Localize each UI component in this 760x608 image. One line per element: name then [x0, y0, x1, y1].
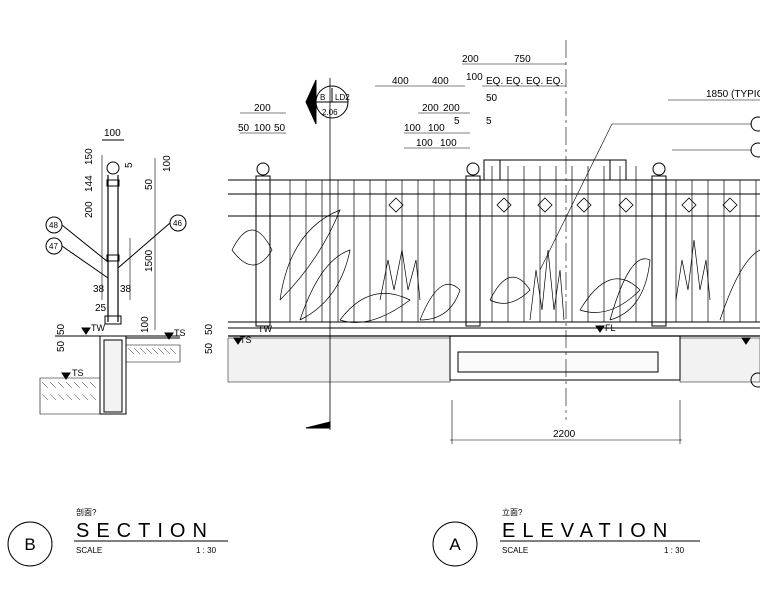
gate-footing [449, 335, 681, 381]
dim-post-200: 200 [254, 103, 271, 114]
dim-sec-5: 5 [124, 162, 135, 168]
dim-elev-left-50b: 50 [204, 342, 215, 354]
dim-post-100: 100 [254, 123, 271, 134]
dim-elev-200a: 200 [422, 103, 439, 114]
section-scale-value: 1 : 30 [196, 546, 217, 555]
dim-elev-400b: 400 [432, 76, 449, 87]
dim-elev-eq2: EQ. [506, 76, 523, 87]
level-tw-elev: TW [258, 324, 272, 334]
dim-sec-200: 200 [84, 201, 95, 218]
section-dim-texts: 100 150 144 200 5 50 100 1500 38 38 25 5… [49, 128, 186, 378]
dim-sec-50: 50 [144, 178, 155, 190]
soil-hatch-left [227, 337, 451, 383]
dim-sec-150: 150 [84, 148, 95, 165]
section-detail [39, 139, 187, 415]
marker-sheet-text: LD2 [335, 93, 350, 102]
marker-page-text: 2.06 [322, 108, 338, 117]
marker-top-text: B [320, 93, 325, 102]
elevation-title-block: A 立面? ELEVATION SCALE 1 : 30 [432, 507, 700, 567]
elevation-scale-label: SCALE [502, 546, 528, 555]
dim-elev-left-50a: 50 [204, 323, 215, 335]
dim-sec-38a: 38 [93, 284, 105, 295]
shrub-foliage [231, 209, 760, 323]
dim-sec-38b: 38 [120, 284, 132, 295]
dim-sec-50b: 50 [56, 323, 67, 335]
dim-elev-5a: 5 [454, 116, 460, 127]
elevation-title-chinese: 立面? [502, 507, 523, 517]
elevation-dim-texts: 200 750 400 400 100 50 200 200 5 100 100… [204, 54, 760, 440]
dim-elev-200b: 200 [443, 103, 460, 114]
elevation-scale-value: 1 : 30 [664, 546, 685, 555]
dim-elev-eq4: EQ. [546, 76, 563, 87]
section-title-text: SECTION [76, 520, 214, 542]
section-cut-arrow [305, 79, 317, 125]
dim-elev-eq1: EQ. [486, 76, 503, 87]
dim-elev-100d: 100 [416, 138, 433, 149]
dim-elev-750: 750 [514, 54, 531, 65]
dim-elev-100e: 100 [440, 138, 457, 149]
level-ts-elev: TS [240, 335, 252, 345]
section-title-chinese: 剖面? [76, 507, 97, 517]
callout-48-text: 48 [49, 221, 58, 230]
section-title-block: B 剖面? SECTION SCALE 1 : 30 [7, 507, 228, 567]
dim-typical: 1850 (TYPICAL) [706, 89, 760, 100]
dim-sec-50c: 50 [56, 340, 67, 352]
dim-elev-400a: 400 [392, 76, 409, 87]
dim-post-50b: 50 [274, 123, 286, 134]
dim-sec-25: 25 [95, 303, 107, 314]
level-fl: FL [605, 323, 616, 333]
elevation-title-circle [432, 521, 478, 567]
post-gate-right [651, 175, 667, 327]
dim-post-50a: 50 [238, 123, 250, 134]
dim-sec-144: 144 [84, 175, 95, 192]
post-gate-left [465, 175, 481, 327]
soil-hatch-right [679, 337, 760, 383]
dim-elev-eq3: EQ. [526, 76, 543, 87]
section-scale-label: SCALE [76, 546, 102, 555]
section-title-letter: B [24, 535, 35, 554]
dim-elev-100a: 100 [466, 72, 483, 83]
section-title-circle [7, 521, 53, 567]
elevation-title-text: ELEVATION [502, 520, 674, 542]
dim-sec-1500: 1500 [144, 249, 155, 272]
callout-46-text: 46 [173, 219, 182, 228]
elevation-title-letter: A [449, 535, 461, 554]
dim-sec-100: 100 [104, 128, 121, 139]
post-cap-ball [106, 161, 120, 175]
dim-elev-50: 50 [486, 93, 498, 104]
level-ts-1: TS [174, 328, 186, 338]
dim-width-2200: 2200 [553, 429, 576, 440]
dim-sec-100b: 100 [162, 155, 173, 172]
callout-47-text: 47 [49, 242, 58, 251]
elevation-detail [227, 40, 760, 444]
post-left [255, 175, 271, 327]
dim-elev-100c: 100 [428, 123, 445, 134]
dim-elev-5b: 5 [486, 116, 492, 127]
level-ts-2: TS [72, 368, 84, 378]
dim-sec-100c: 100 [140, 316, 151, 333]
level-tw: TW [91, 323, 105, 333]
dim-elev-100b: 100 [404, 123, 421, 134]
dim-elev-200: 200 [462, 54, 479, 65]
